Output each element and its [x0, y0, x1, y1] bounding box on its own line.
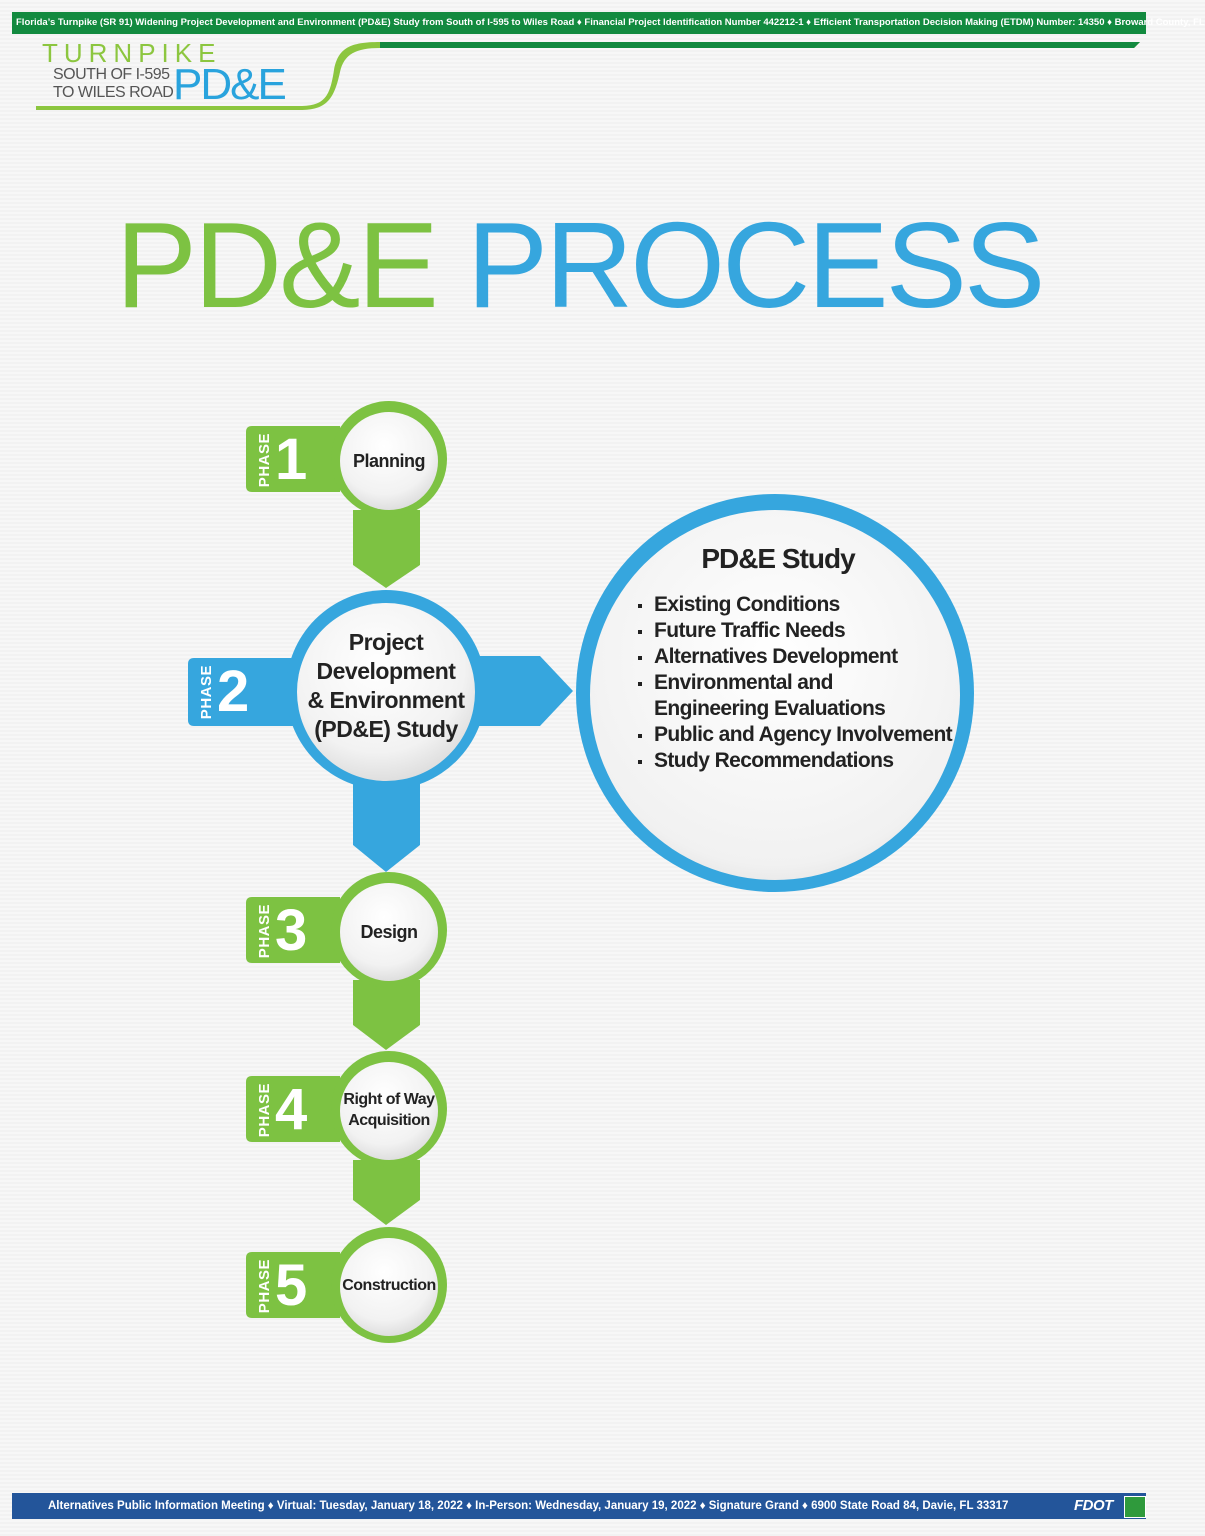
- phase-5-number: 5: [275, 1253, 308, 1318]
- project-logo: TURNPIKE SOUTH OF I-595 TO WILES ROAD PD…: [40, 38, 340, 114]
- phase-3-tab: PHASE 3: [256, 901, 307, 961]
- phase-5-disc: [340, 1238, 438, 1336]
- phase-2-word: PHASE: [198, 664, 215, 720]
- phase-3-disc: [340, 883, 438, 981]
- phase-2-label: Project Development & Environment (PD&E)…: [296, 626, 476, 746]
- phase-2-label-line-4: (PD&E) Study: [314, 716, 458, 742]
- phase-2-number: 2: [217, 659, 250, 724]
- study-item: Future Traffic Needs: [636, 618, 952, 644]
- footer-banner: Alternatives Public Information Meeting …: [12, 1493, 1146, 1519]
- title-part-1: PD&E: [115, 197, 439, 333]
- phase-2-tab-shape: [188, 658, 300, 726]
- phase-4-disc: [340, 1062, 438, 1160]
- phase-5-tab: PHASE 5: [256, 1256, 307, 1316]
- header-banner: Florida’s Turnpike (SR 91) Widening Proj…: [12, 12, 1205, 34]
- connector-4-5: [353, 1160, 420, 1225]
- study-item: Public and Agency Involvement: [636, 722, 953, 748]
- footer-banner-text: Alternatives Public Information Meeting …: [48, 1500, 1009, 1512]
- phase-1-label: Planning: [340, 441, 438, 481]
- fdot-logo: FDOT: [1074, 1497, 1113, 1514]
- phase-4-word: PHASE: [256, 1082, 273, 1138]
- logo-turnpike: TURNPIKE: [42, 38, 222, 68]
- phase-5-word: PHASE: [256, 1258, 273, 1314]
- header-banner-text: Florida’s Turnpike (SR 91) Widening Proj…: [16, 17, 1205, 28]
- phase-5-label: Construction: [338, 1266, 440, 1306]
- phase-1-label-text: Planning: [353, 450, 426, 471]
- connector-2-3: [353, 780, 420, 872]
- logo-line-1: SOUTH OF I-595: [53, 66, 170, 83]
- phase-4-label-line-2: Acquisition: [348, 1112, 430, 1129]
- connector-1-2: [353, 510, 420, 588]
- phase-4-label-line-1: Right of Way: [343, 1091, 435, 1108]
- phase-3-number: 3: [275, 898, 308, 963]
- phase-2-tab: PHASE 2: [198, 662, 249, 722]
- connector-2-study: [470, 656, 573, 726]
- florida-badge-icon: [1124, 1496, 1146, 1518]
- phase-1-tab-shape: [246, 426, 340, 492]
- phase-1-word: PHASE: [256, 432, 273, 488]
- study-title: PD&E Study: [701, 543, 855, 574]
- connector-3-4: [353, 980, 420, 1050]
- header-swoosh: [36, 42, 1140, 110]
- study-item: Environmental and Engineering Evaluation…: [636, 670, 950, 722]
- page-title: PD&E PROCESS: [0, 195, 1158, 335]
- study-item: Alternatives Development: [636, 644, 952, 670]
- logo-line-2: TO WILES ROAD: [53, 84, 174, 101]
- study-item: Study Recommendations: [636, 748, 952, 774]
- phase-2-disc: [297, 603, 475, 781]
- phase-3-label: Design: [340, 912, 438, 952]
- study-list: Existing Conditions Future Traffic Needs…: [636, 592, 953, 774]
- phase-4-number: 4: [275, 1077, 308, 1142]
- phase-1-number: 1: [275, 427, 308, 492]
- phase-3-word: PHASE: [256, 903, 273, 959]
- process-diagram: [188, 401, 974, 1343]
- phase-1-tab: PHASE 1: [256, 430, 307, 490]
- phase-4-tab-shape: [246, 1076, 340, 1142]
- phase-5-label-text: Construction: [342, 1277, 436, 1294]
- study-disc: [590, 510, 960, 880]
- title-part-2: PROCESS: [466, 197, 1046, 333]
- study-item: Existing Conditions: [636, 592, 952, 618]
- phase-3-tab-shape: [246, 897, 340, 963]
- phase-1-disc: [340, 412, 438, 510]
- phase-2-label-line-1: Project: [348, 629, 424, 655]
- phase-2-label-line-2: Development: [316, 658, 456, 684]
- logo-pde: PD&E: [173, 60, 287, 109]
- phase-2-label-line-3: & Environment: [307, 687, 465, 713]
- phase-4-label: Right of Way Acquisition: [338, 1086, 440, 1134]
- phase-5-tab-shape: [246, 1252, 340, 1318]
- phase-4-tab: PHASE 4: [256, 1080, 307, 1140]
- phase-3-label-text: Design: [360, 921, 418, 942]
